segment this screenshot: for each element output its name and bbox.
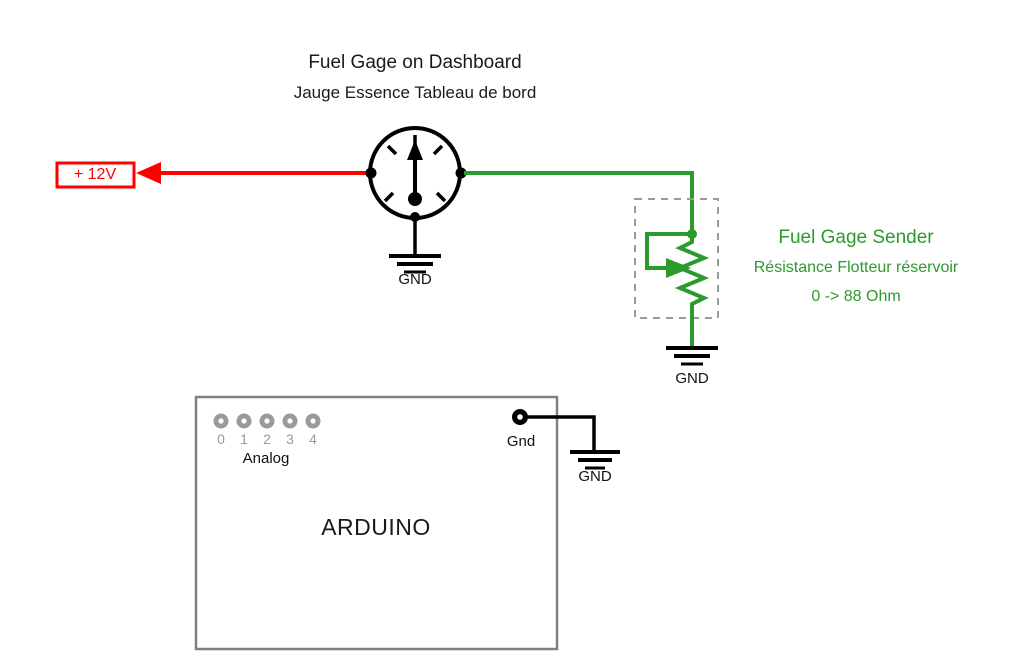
page-title: Fuel Gage on Dashboard xyxy=(308,52,522,73)
gauge-tick-upper-left xyxy=(386,144,398,156)
analog-pin-2-hole xyxy=(264,418,270,424)
power-source-label: + 12V xyxy=(73,166,117,183)
gauge-tick-upper-right xyxy=(432,144,444,156)
gauge-needle-tip-icon xyxy=(407,140,423,160)
gauge-needle-pivot xyxy=(408,192,422,206)
gauge-ground-node xyxy=(410,212,420,222)
power-arrowhead-icon xyxy=(136,162,161,184)
sender-ground-symbol xyxy=(666,346,718,366)
sender-signal-wire-group xyxy=(464,171,694,234)
potentiometer-symbol xyxy=(645,229,710,348)
fuel-gauge-symbol xyxy=(365,126,467,220)
potentiometer-wiper-wire xyxy=(645,232,692,270)
arduino-gnd-wire xyxy=(527,415,596,452)
gauge-terminal-right xyxy=(455,167,467,179)
analog-section-label: Analog xyxy=(242,450,290,467)
arduino-gnd-pin-label: Gnd xyxy=(506,433,536,450)
arduino-gnd-pin-hole xyxy=(517,414,523,420)
analog-pin-label-4: 4 xyxy=(309,431,317,447)
sender-title: Fuel Gage Sender xyxy=(778,227,934,248)
sender-signal-wire xyxy=(464,171,694,234)
analog-pin-label-1: 1 xyxy=(240,431,248,447)
analog-pin-row xyxy=(213,413,321,429)
resistor-zigzag xyxy=(674,234,710,312)
arduino-board-outline xyxy=(194,395,559,651)
analog-pin-label-0: 0 xyxy=(217,431,225,447)
analog-pin-0-hole xyxy=(218,418,224,424)
analog-pin-3-hole xyxy=(287,418,293,424)
sender-range: 0 -> 88 Ohm xyxy=(811,288,901,305)
analog-pin-label-2: 2 xyxy=(263,431,271,447)
power-source-box xyxy=(55,161,136,189)
sender-subtitle: Résistance Flotteur réservoir xyxy=(753,259,959,276)
analog-pin-1-hole xyxy=(241,418,247,424)
gauge-ground-label: GND xyxy=(398,271,432,288)
page-subtitle: Jauge Essence Tableau de bord xyxy=(293,83,537,102)
gauge-terminal-left xyxy=(365,167,377,179)
gauge-ground-symbol xyxy=(389,212,441,274)
arduino-board-label: ARDUINO xyxy=(321,514,431,540)
gauge-tick-lower-left xyxy=(383,191,395,203)
gauge-tick-lower-right xyxy=(435,191,447,203)
analog-pin-label-3: 3 xyxy=(286,431,294,447)
power-wire-group xyxy=(136,162,372,184)
sender-enclosure-dashed-box xyxy=(634,198,719,319)
sender-ground-label: GND xyxy=(675,370,709,387)
analog-pin-4-hole xyxy=(310,418,316,424)
arduino-ground-label: GND xyxy=(578,468,612,485)
arduino-gnd-group xyxy=(512,409,620,470)
